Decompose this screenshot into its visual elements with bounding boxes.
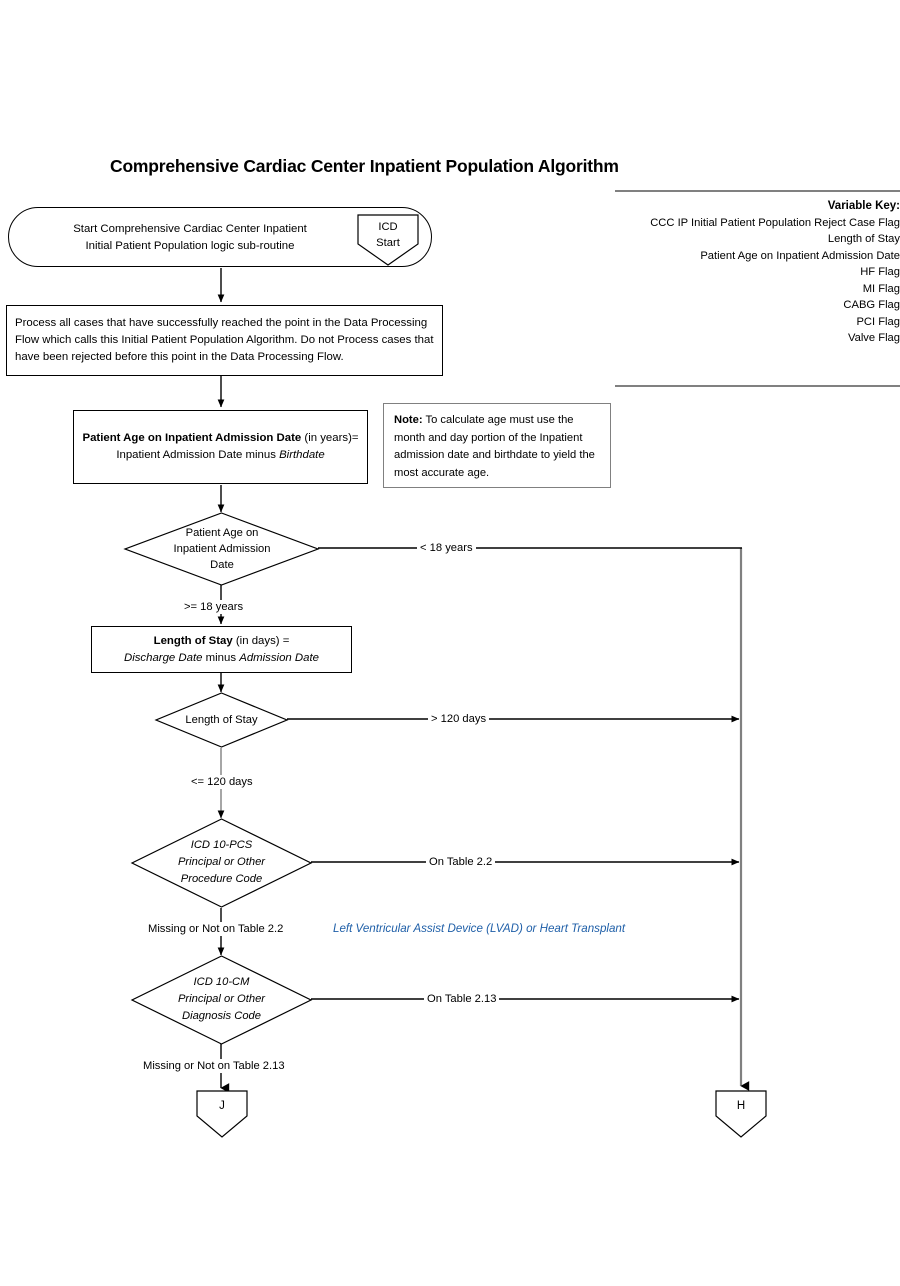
- connector-h-label: H: [736, 1100, 746, 1112]
- age-note-line3: admission date and birthdate to yield th…: [394, 449, 595, 461]
- icd-start-connector-label: ICD Start: [357, 219, 419, 251]
- variable-key-item: Length of Stay: [827, 233, 900, 245]
- start-terminator-line1: Start Comprehensive Cardiac Center Inpat…: [73, 223, 307, 235]
- variable-key-panel: Variable Key: CCC IP Initial Patient Pop…: [615, 190, 900, 387]
- age-note-line4: most accurate age.: [394, 466, 490, 479]
- icd-cm-line3: Diagnosis Code: [182, 1010, 261, 1022]
- icd-pcs-line3: Procedure Code: [180, 873, 263, 885]
- start-terminator-label: Start Comprehensive Cardiac Center Inpat…: [30, 221, 350, 255]
- edge-label-pcs-on-table: On Table 2.2: [426, 855, 496, 869]
- los-calc-line1-bold: Length of Stay: [153, 634, 233, 647]
- icd-cm-decision-diamond: [130, 955, 313, 1045]
- edge-label-los-reject: > 120 days: [428, 712, 490, 726]
- variable-key-item: PCI Flag: [856, 315, 900, 328]
- icd-cm-line2: Principal or Other: [177, 993, 266, 1005]
- length-of-stay-decision-label: Length of Stay: [185, 714, 258, 726]
- variable-key-item: CCC IP Initial Patient Population Reject…: [650, 216, 900, 229]
- edge-label-age-no: < 18 years: [417, 541, 476, 555]
- icd-pcs-decision-diamond: [130, 818, 313, 908]
- age-decision-label: Patient Age on Inpatient Admission Date: [134, 525, 310, 573]
- los-calc-line2-italic-a: Discharge Date: [123, 651, 203, 664]
- patient-age-calc-line2-plain: Inpatient Admission Date minus: [116, 449, 280, 461]
- variable-key-top-rule: [615, 190, 900, 192]
- los-calc-line1: Length of Stay (in days) =: [92, 633, 351, 650]
- age-decision-line2: Inpatient Admission: [173, 543, 271, 555]
- process-all-cases-box: Process all cases that have successfully…: [6, 305, 443, 376]
- process-all-cases-line2: Flow which calls this Initial Patient Po…: [15, 334, 434, 346]
- age-note-line1-rest: To calculate age must use the: [422, 414, 574, 426]
- los-calc-line2: Discharge Date minus Admission Date: [92, 650, 351, 667]
- icd-start-line2: Start: [376, 237, 400, 249]
- connector-j-shape: [196, 1090, 248, 1138]
- variable-key-bottom-rule: [615, 384, 900, 387]
- los-calc-line1-rest: (in days) =: [232, 634, 290, 647]
- variable-key-item: CABG Flag: [843, 299, 900, 311]
- patient-age-calc-line2: Inpatient Admission Date minus Birthdate: [74, 447, 367, 464]
- icd-pcs-line1: ICD 10-PCS: [190, 839, 253, 851]
- los-calc-line2-plain: minus: [202, 651, 240, 664]
- variable-key-body: Variable Key: CCC IP Initial Patient Pop…: [615, 192, 900, 355]
- edge-label-cm-missing: Missing or Not on Table 2.13: [140, 1059, 288, 1073]
- patient-age-calc-line2-italic: Birthdate: [279, 449, 325, 461]
- age-decision-line3: Date: [210, 559, 234, 571]
- variable-key-heading: Variable Key:: [827, 200, 900, 212]
- variable-key-item: Valve Flag: [847, 332, 900, 344]
- start-terminator-line2: Initial Patient Population logic sub-rou…: [85, 240, 295, 252]
- lvad-annotation: Left Ventricular Assist Device (LVAD) or…: [333, 922, 626, 935]
- patient-age-calc-box: Patient Age on Inpatient Admission Date …: [73, 410, 368, 484]
- process-all-cases-line3: have been rejected before this point in …: [15, 351, 344, 363]
- icd-start-line1: ICD: [378, 221, 398, 233]
- age-note-box: Note: To calculate age must use the mont…: [383, 403, 611, 488]
- connector-h-shape: [715, 1090, 767, 1138]
- patient-age-calc-line1-bold: Patient Age on Inpatient Admission Date: [82, 432, 302, 444]
- age-decision-line1: Patient Age on: [185, 527, 259, 539]
- icd-pcs-decision-label: ICD 10-PCS Principal or Other Procedure …: [141, 837, 302, 888]
- page-title: Comprehensive Cardiac Center Inpatient P…: [110, 156, 619, 176]
- patient-age-calc-line1: Patient Age on Inpatient Admission Date …: [74, 430, 367, 447]
- edge-label-age-yes: >= 18 years: [181, 600, 247, 614]
- icd-pcs-line2: Principal or Other: [177, 856, 266, 868]
- age-note-line2: month and day portion of the Inpatient: [394, 431, 583, 444]
- patient-age-calc-line1-rest: (in years)=: [301, 432, 359, 444]
- los-calc-line2-italic-b: Admission Date: [239, 651, 319, 664]
- length-of-stay-decision-diamond: [154, 692, 289, 748]
- variable-key-item: MI Flag: [862, 282, 900, 295]
- variable-key-item: Patient Age on Inpatient Admission Date: [700, 249, 900, 262]
- edge-label-los-ok: <= 120 days: [188, 775, 256, 789]
- edge-label-pcs-missing: Missing or Not on Table 2.2: [145, 922, 287, 936]
- length-of-stay-calc-box: Length of Stay (in days) = Discharge Dat…: [91, 626, 352, 673]
- edge-label-cm-on-table: On Table 2.13: [424, 992, 500, 1006]
- icd-cm-decision-label: ICD 10-CM Principal or Other Diagnosis C…: [141, 974, 302, 1025]
- age-note-line1: Note: To calculate age must use the: [394, 412, 600, 430]
- icd-cm-line1: ICD 10-CM: [193, 976, 250, 988]
- icd-start-connector: [357, 214, 419, 266]
- age-note-label: Note:: [394, 414, 423, 426]
- connector-j-label: J: [219, 1100, 225, 1112]
- process-all-cases-line1: Process all cases that have successfully…: [15, 317, 428, 329]
- age-decision-diamond: [123, 512, 320, 586]
- variable-key-item: HF Flag: [860, 266, 900, 278]
